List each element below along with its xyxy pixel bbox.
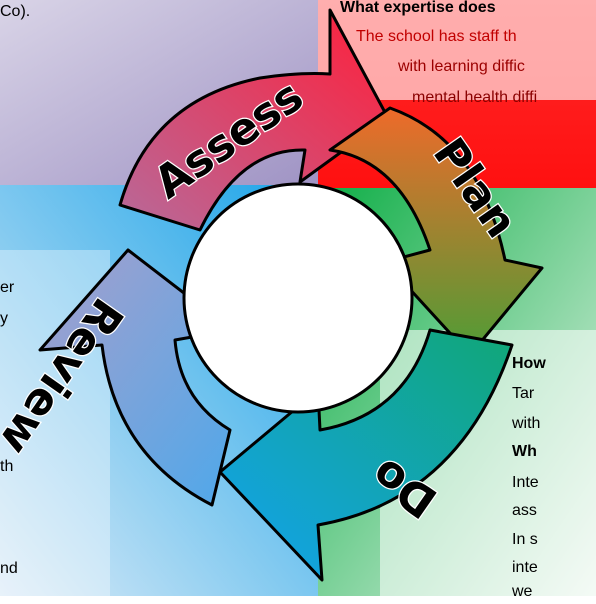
top-right-line-2: with learning diffic: [398, 58, 525, 75]
top-right-heading: What expertise does: [340, 0, 496, 16]
right-panel-line-4: Wh: [512, 443, 537, 460]
right-panel-line-3: with: [512, 415, 541, 432]
left-panel-fragment-4: nd: [0, 560, 18, 577]
right-panel-line-1: How: [512, 355, 546, 372]
top-right-line-1: The school has staff th: [356, 28, 517, 45]
plan-arrow: [328, 106, 544, 357]
right-panel-line-8: inte: [512, 559, 538, 576]
right-panel-line-7: In s: [512, 531, 538, 548]
right-panel-line-9: we: [512, 583, 533, 600]
right-panel-line-6: ass: [512, 502, 537, 519]
top-right-line-3: mental health diffi: [412, 89, 538, 106]
left-panel-fragment-3: th: [0, 458, 14, 475]
left-panel-fragment-1: er: [0, 279, 15, 296]
assess-arrow: [118, 8, 390, 232]
top-left-text: Co).: [0, 3, 31, 20]
right-panel-line-2: Tar: [512, 385, 535, 402]
right-panel-line-5: Inte: [512, 474, 539, 491]
do-arrow: [218, 328, 514, 582]
cycle-hub: [182, 182, 414, 414]
left-panel-fragment-2: y: [0, 310, 8, 327]
